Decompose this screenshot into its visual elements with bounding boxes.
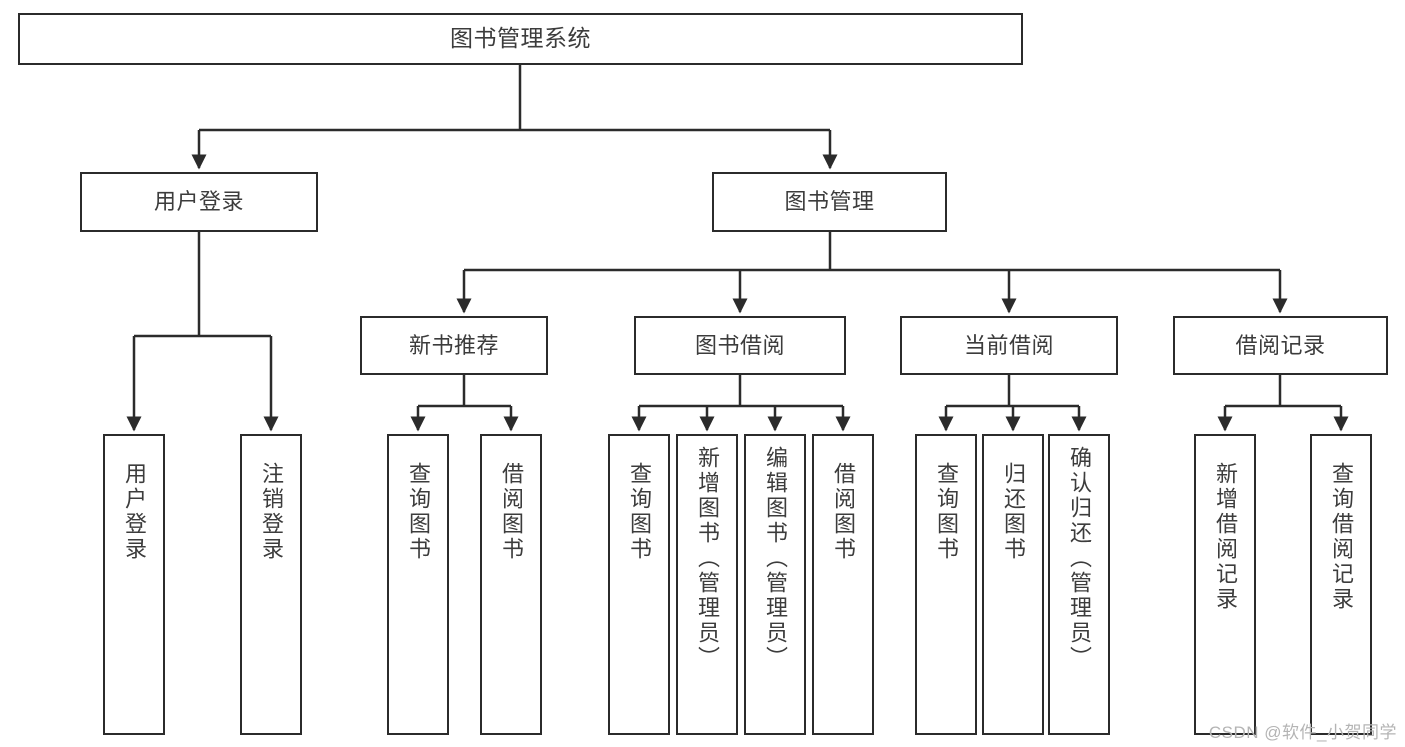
node-leaf-return-book[interactable]: 归还图书 [982, 434, 1044, 735]
node-leaf-confirm-return-admin-label: 确认归还（管理员） [1067, 446, 1092, 671]
node-borrow-record[interactable]: 借阅记录 [1173, 316, 1388, 375]
node-leaf-user-login-label: 用户登录 [122, 462, 147, 562]
node-leaf-confirm-return-admin[interactable]: 确认归还（管理员） [1048, 434, 1110, 735]
node-leaf-query-borrow-record-label: 查询借阅记录 [1329, 462, 1354, 612]
node-current-borrow-label: 当前借阅 [963, 332, 1054, 358]
node-book-management-label: 图书管理 [784, 189, 875, 215]
node-new-book-recommend[interactable]: 新书推荐 [360, 316, 548, 375]
node-leaf-logout-login-label: 注销登录 [259, 462, 284, 562]
node-book-borrow-label: 图书借阅 [694, 332, 785, 358]
node-leaf-edit-book-admin-label: 编辑图书（管理员） [763, 446, 788, 671]
node-leaf-add-borrow-record[interactable]: 新增借阅记录 [1194, 434, 1256, 735]
node-book-management[interactable]: 图书管理 [712, 172, 947, 232]
node-leaf-edit-book-admin[interactable]: 编辑图书（管理员） [744, 434, 806, 735]
node-leaf-user-login[interactable]: 用户登录 [103, 434, 165, 735]
node-leaf-query-book-current[interactable]: 查询图书 [915, 434, 977, 735]
node-borrow-record-label: 借阅记录 [1235, 332, 1326, 358]
node-leaf-add-book-admin-label: 新增图书（管理员） [695, 446, 720, 671]
node-leaf-query-book-recommend[interactable]: 查询图书 [387, 434, 449, 735]
node-current-borrow[interactable]: 当前借阅 [900, 316, 1118, 375]
node-leaf-add-borrow-record-label: 新增借阅记录 [1213, 462, 1238, 612]
node-leaf-query-book-current-label: 查询图书 [934, 462, 959, 562]
node-leaf-query-borrow-record[interactable]: 查询借阅记录 [1310, 434, 1372, 735]
node-leaf-query-book-borrow-label: 查询图书 [627, 462, 652, 562]
node-user-login-label: 用户登录 [153, 189, 244, 215]
node-leaf-borrow-book-recommend[interactable]: 借阅图书 [480, 434, 542, 735]
node-leaf-return-book-label: 归还图书 [1001, 462, 1026, 562]
node-root-book-management-system[interactable]: 图书管理系统 [18, 13, 1023, 65]
node-leaf-add-book-admin[interactable]: 新增图书（管理员） [676, 434, 738, 735]
node-leaf-borrow-book-borrow-label: 借阅图书 [831, 462, 856, 562]
node-root-label: 图书管理系统 [450, 25, 591, 52]
node-book-borrow[interactable]: 图书借阅 [634, 316, 846, 375]
node-user-login[interactable]: 用户登录 [80, 172, 318, 232]
node-leaf-borrow-book-recommend-label: 借阅图书 [499, 462, 524, 562]
node-leaf-query-book-recommend-label: 查询图书 [406, 462, 431, 562]
node-leaf-borrow-book-borrow[interactable]: 借阅图书 [812, 434, 874, 735]
node-leaf-query-book-borrow[interactable]: 查询图书 [608, 434, 670, 735]
node-leaf-logout-login[interactable]: 注销登录 [240, 434, 302, 735]
csdn-watermark: CSDN @软件_小贺同学 [1208, 723, 1397, 742]
node-new-book-recommend-label: 新书推荐 [408, 332, 499, 358]
